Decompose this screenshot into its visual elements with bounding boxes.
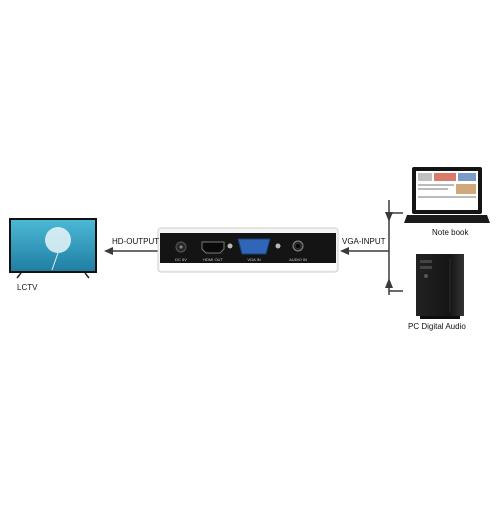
vga-input-arrow [340,247,389,255]
vga-input-label: VGA-INPUT [342,237,386,246]
hdmi-port [201,241,225,254]
vga-hdmi-converter: DC 5V HDMI OUT VGA IN AUDIO IN [157,227,339,273]
lctv-label: LCTV [17,283,38,292]
notebook-device [404,167,490,223]
arrow-head-up [385,278,393,288]
vga-port [237,238,271,255]
notebook-label: Note book [432,228,469,237]
port-label-vga: VGA IN [247,257,260,262]
lctv-device [9,218,97,279]
arrow-head-left [104,247,113,255]
laptop-base [404,215,490,223]
source-bracket [385,200,403,295]
tv-stand-left [16,272,22,279]
power-button [424,274,428,278]
arrow-head-left [340,247,349,255]
port-label-hdmi: HDMI OUT [203,257,223,262]
port-label-audio: AUDIO IN [289,257,307,262]
pc-label: PC Digital Audio [408,322,466,331]
pc-case [416,254,464,316]
tv-stand-right [84,272,90,279]
dandelion-graphic [45,227,71,253]
hd-output-arrow [104,247,160,255]
arrow-head-down [385,212,393,222]
port-label-dc: DC 5V [175,257,187,262]
vga-screw-left [227,243,233,249]
pc-tower-device [416,254,464,319]
hd-output-label: HD-OUTPUT [112,237,160,246]
vga-screw-right [275,243,281,249]
